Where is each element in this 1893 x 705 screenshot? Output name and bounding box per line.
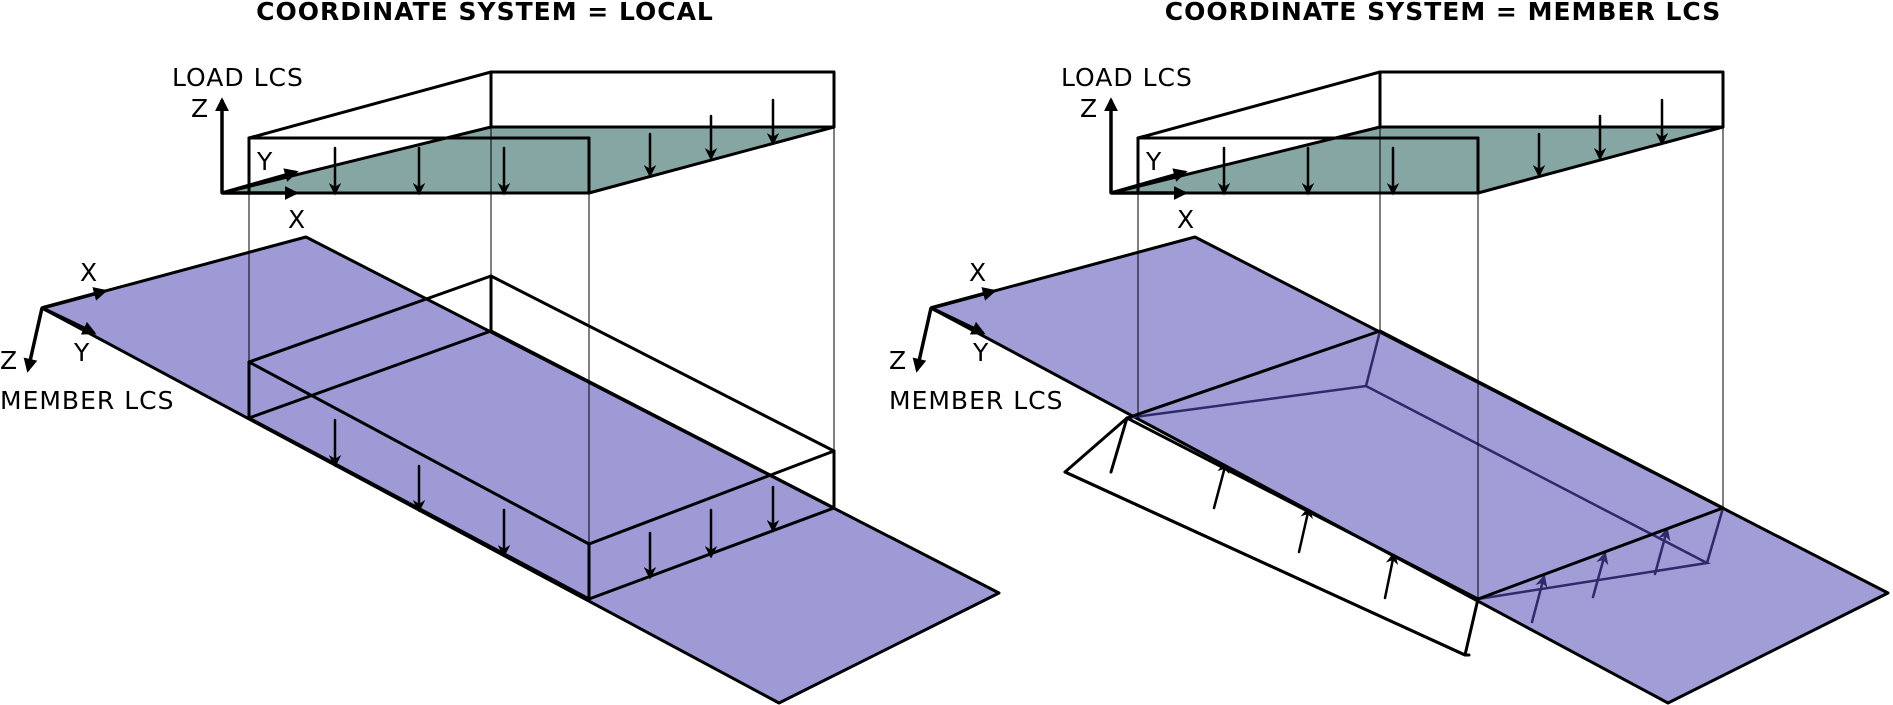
- load-plane: [1111, 127, 1723, 193]
- member-z-axis-arrow-icon: [23, 307, 44, 373]
- load-x-label: X: [288, 205, 306, 234]
- member-y-axis-arrow-icon: [41, 306, 97, 335]
- load-x-label: X: [1177, 205, 1195, 234]
- load-z-label: Z: [191, 94, 209, 123]
- projected-load-box: [247, 274, 836, 601]
- load-lcs-label: LOAD LCS: [172, 63, 304, 92]
- member-lcs-axes: X Y Z MEMBER LCS: [0, 258, 174, 415]
- panel-local: COORDINATE SYSTEM = LOCAL: [0, 0, 1001, 705]
- load-lcs-axes: LOAD LCS Z Y X: [1061, 63, 1195, 234]
- load-box: [1109, 70, 1725, 196]
- member-plane: [929, 235, 1890, 705]
- projected-load-box: [1063, 416, 1480, 657]
- member-x-axis-arrow-icon: [930, 287, 997, 310]
- member-plane: [40, 235, 1001, 705]
- member-lcs-label: MEMBER LCS: [889, 386, 1063, 415]
- load-lcs-label: LOAD LCS: [1061, 63, 1193, 92]
- load-y-label: Y: [256, 147, 273, 176]
- member-z-axis-arrow-icon: [912, 307, 933, 373]
- hidden-box-edges: [1126, 330, 1725, 624]
- member-x-label: X: [80, 258, 98, 287]
- load-box: [220, 70, 836, 196]
- member-lcs-axes: X Y Z MEMBER LCS: [889, 258, 1063, 415]
- member-x-label: X: [969, 258, 987, 287]
- member-y-label: Y: [972, 338, 989, 367]
- load-z-label: Z: [1080, 94, 1098, 123]
- load-plane: [222, 127, 834, 193]
- panel-title: COORDINATE SYSTEM = LOCAL: [256, 0, 714, 26]
- panel-member-lcs: COORDINATE SYSTEM = MEMBER LCS: [889, 0, 1890, 705]
- load-lcs-axes: LOAD LCS Z Y X: [172, 63, 306, 234]
- member-y-label: Y: [73, 338, 90, 367]
- member-z-label: Z: [0, 346, 18, 375]
- member-lcs-label: MEMBER LCS: [0, 386, 174, 415]
- panel-title: COORDINATE SYSTEM = MEMBER LCS: [1165, 0, 1721, 26]
- member-z-label: Z: [889, 346, 907, 375]
- load-y-axis-arrow-icon: [1110, 168, 1188, 195]
- load-y-label: Y: [1145, 147, 1162, 176]
- member-x-axis-arrow-icon: [41, 287, 108, 310]
- load-y-axis-arrow-icon: [221, 168, 299, 195]
- member-y-axis-arrow-icon: [930, 306, 986, 335]
